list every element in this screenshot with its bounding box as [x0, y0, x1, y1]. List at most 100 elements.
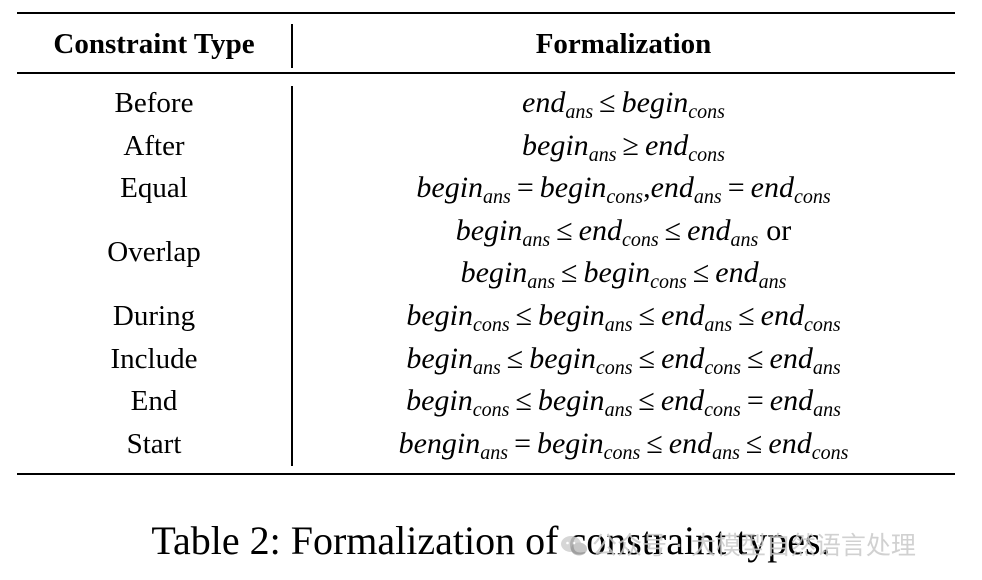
math-subscript: ans — [527, 271, 556, 294]
math-subscript: cons — [603, 441, 641, 464]
math-operator: ≤ — [638, 341, 656, 375]
math-term: beginans — [522, 128, 617, 166]
constraint-type-cell: Equal — [120, 172, 188, 205]
math-subscript: cons — [472, 399, 510, 422]
math-term: beginans — [538, 299, 633, 336]
math-term: endcons — [768, 426, 849, 464]
math-subscript: ans — [483, 186, 511, 209]
watermark-text: 公众号 · 大模型自然语言处理 — [592, 531, 916, 560]
wechat-icon — [561, 536, 587, 556]
math-operator: ≤ — [599, 86, 616, 119]
math-term: beginans — [460, 256, 556, 294]
math-term: begincons — [406, 384, 510, 422]
math-operator: ≤ — [747, 341, 764, 375]
table-caption: Table 2: Formalization of constraint typ… — [151, 518, 831, 563]
math-subscript: cons — [473, 314, 510, 336]
math-subscript: cons — [621, 228, 659, 251]
math-subscript: ans — [712, 441, 740, 464]
math-term: endcons — [660, 384, 741, 422]
watermark: 公众号 · 大模型自然语言处理 — [560, 526, 916, 562]
math-term: endans — [687, 213, 759, 251]
math-operator: ≤ — [646, 426, 663, 460]
math-subscript: ans — [480, 441, 509, 464]
header-formalization: Formalization — [535, 28, 712, 60]
constraint-type-cell: Include — [110, 342, 198, 375]
table-header-rule — [17, 72, 955, 74]
math-operator: = — [514, 426, 531, 460]
math-term: begincons — [539, 171, 644, 209]
math-term: begincons — [536, 426, 641, 464]
math-operator: ≤ — [515, 384, 532, 418]
math-operator: ≤ — [638, 299, 656, 332]
math-term: endcons — [750, 171, 831, 209]
math-subscript: ans — [813, 399, 841, 422]
math-term: beginans — [416, 171, 511, 209]
table-row: Before endans≤begincons — [17, 82, 955, 125]
math-term: benginans — [398, 426, 509, 464]
math-operator: = — [516, 171, 534, 205]
math-subscript: ans — [522, 228, 551, 251]
math-term: begincons — [529, 341, 633, 379]
math-term: endans — [661, 299, 733, 336]
header-column-divider — [291, 24, 293, 68]
math-term: endans — [668, 426, 740, 464]
math-term: begincons — [406, 299, 510, 336]
math-term: endans — [769, 341, 841, 379]
math-term: beginans — [406, 341, 501, 379]
math-subscript: cons — [688, 101, 725, 123]
math-operator: = — [727, 171, 745, 205]
formalization-cell: beginans≤begincons≤endans — [292, 252, 955, 295]
math-subscript: cons — [704, 356, 742, 379]
math-term: beginans — [537, 384, 633, 422]
math-term: endans — [522, 86, 594, 123]
header-constraint-type: Constraint Type — [53, 28, 255, 60]
math-operator: = — [746, 384, 764, 418]
constraint-type-cell: Before — [114, 87, 194, 119]
constraint-type-cell: After — [123, 129, 185, 162]
math-operator: ≤ — [506, 341, 524, 375]
math-subscript: cons — [704, 399, 741, 422]
body-column-divider — [291, 86, 293, 466]
math-subscript: ans — [604, 314, 633, 336]
formalization-cell: begincons≤beginans≤endcons=endans — [292, 380, 955, 423]
or-text: or — [766, 213, 792, 247]
math-subscript: ans — [588, 143, 617, 166]
math-subscript: ans — [604, 399, 633, 422]
math-term: endcons — [644, 128, 725, 166]
formalization-cell: beginans≤begincons≤endcons≤endans — [292, 338, 955, 381]
math-operator: ≤ — [738, 299, 755, 332]
math-term: endcons — [661, 341, 742, 379]
math-term: endans — [715, 256, 787, 294]
math-subscript: ans — [730, 228, 759, 251]
formalization-cell: begincons≤beginans≤endans≤endcons — [292, 295, 955, 338]
math-subscript: ans — [704, 314, 733, 336]
math-operator: ≤ — [561, 256, 578, 290]
math-subscript: ans — [473, 356, 501, 379]
table-bottom-rule — [17, 473, 955, 475]
constraint-type-cell: During — [112, 300, 196, 332]
math-subscript: cons — [595, 356, 633, 379]
math-subscript: cons — [803, 314, 841, 336]
math-subscript: cons — [793, 186, 831, 209]
math-subscript: cons — [811, 441, 849, 464]
math-subscript: cons — [606, 186, 644, 209]
math-subscript: ans — [758, 271, 787, 294]
math-subscript: ans — [693, 186, 722, 209]
math-term: begincons — [621, 86, 725, 123]
math-operator: ≤ — [692, 256, 710, 290]
formalization-cell: benginans=begincons≤endans≤endcons — [292, 423, 955, 466]
math-term: endcons — [760, 299, 841, 336]
math-operator: ≤ — [664, 213, 682, 247]
math-operator: ≤ — [638, 384, 655, 418]
formalization-cell: beginans=begincons,endans=endcons — [292, 167, 955, 210]
math-term: beginans — [455, 213, 551, 251]
math-term: endans — [650, 171, 722, 209]
math-subscript: ans — [565, 101, 594, 123]
math-operator: , — [643, 171, 651, 205]
